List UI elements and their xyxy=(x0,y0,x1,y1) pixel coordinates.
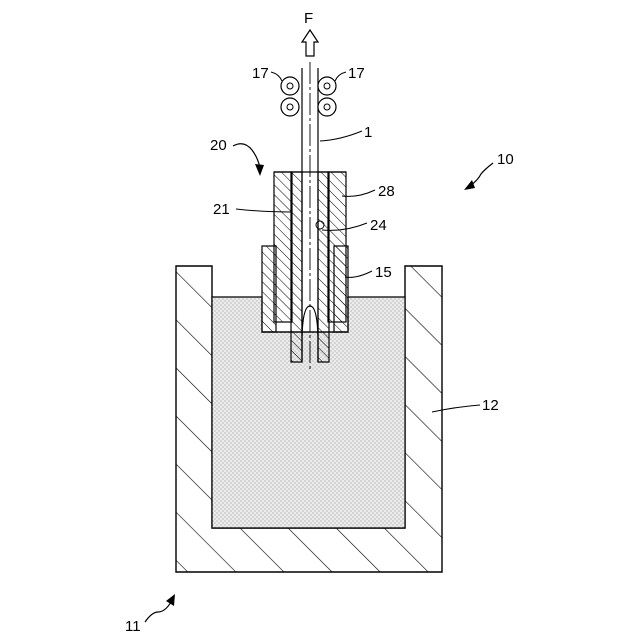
wire xyxy=(302,62,318,372)
pointer-10 xyxy=(464,163,493,190)
label-wire: 1 xyxy=(364,124,372,141)
label-melt: 12 xyxy=(482,397,499,414)
label-outer-part: 28 xyxy=(378,183,395,200)
label-inner-part: 21 xyxy=(213,201,230,218)
label-crucible: 11 xyxy=(125,618,141,635)
pointer-11 xyxy=(145,594,175,622)
label-roller-left: 17 xyxy=(252,65,269,82)
rollers xyxy=(281,77,336,116)
pointer-20 xyxy=(233,144,264,176)
label-roller-right: 17 xyxy=(348,65,365,82)
label-bore: 24 xyxy=(370,217,387,234)
arrow-label: F xyxy=(304,10,313,27)
roller-bottom-right xyxy=(318,98,336,116)
pull-arrow-icon xyxy=(302,30,318,56)
label-assembly: 20 xyxy=(210,137,227,154)
roller-top-left xyxy=(281,77,299,95)
roller-top-right xyxy=(318,77,336,95)
label-sleeve: 15 xyxy=(375,264,392,281)
roller-bottom-left xyxy=(281,98,299,116)
label-apparatus: 10 xyxy=(497,151,514,168)
